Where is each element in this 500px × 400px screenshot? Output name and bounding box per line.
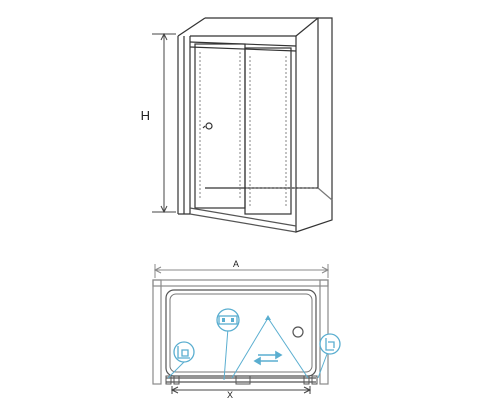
slide-arrows-icon <box>253 350 283 366</box>
shower-tray-inner <box>169 293 313 373</box>
opening-dimension <box>171 386 311 394</box>
height-dimension <box>152 32 176 214</box>
door-panel-right <box>244 47 292 215</box>
opening-arrows <box>170 386 312 394</box>
right-wall <box>295 17 333 233</box>
wall-profile-icon-right <box>319 333 341 355</box>
opening-label: X <box>227 390 233 400</box>
ceiling-edge-left <box>177 17 206 37</box>
door-handle-icon <box>202 122 213 130</box>
right-wall-inner <box>317 187 333 201</box>
width-label: A <box>233 259 239 269</box>
back-wall <box>205 17 319 189</box>
width-arrows <box>153 266 330 274</box>
door-track <box>166 377 316 383</box>
drain-icon <box>292 326 304 338</box>
plan-wall-back <box>152 279 329 287</box>
height-label: H <box>141 108 150 123</box>
door-panel-left <box>194 43 246 209</box>
width-dimension <box>154 264 329 278</box>
plan-view <box>152 264 331 394</box>
left-wall-profile <box>177 36 191 215</box>
glass-dashes <box>199 52 287 206</box>
roller-icon <box>165 375 318 385</box>
bracket-icon <box>216 308 240 332</box>
bottom-threshold <box>189 207 297 233</box>
elevation-view <box>177 17 333 233</box>
plan-wall-left <box>152 279 162 385</box>
wall-profile-icon <box>173 341 195 363</box>
ceiling-edge-right <box>295 17 319 37</box>
triangle-marker <box>265 315 271 320</box>
